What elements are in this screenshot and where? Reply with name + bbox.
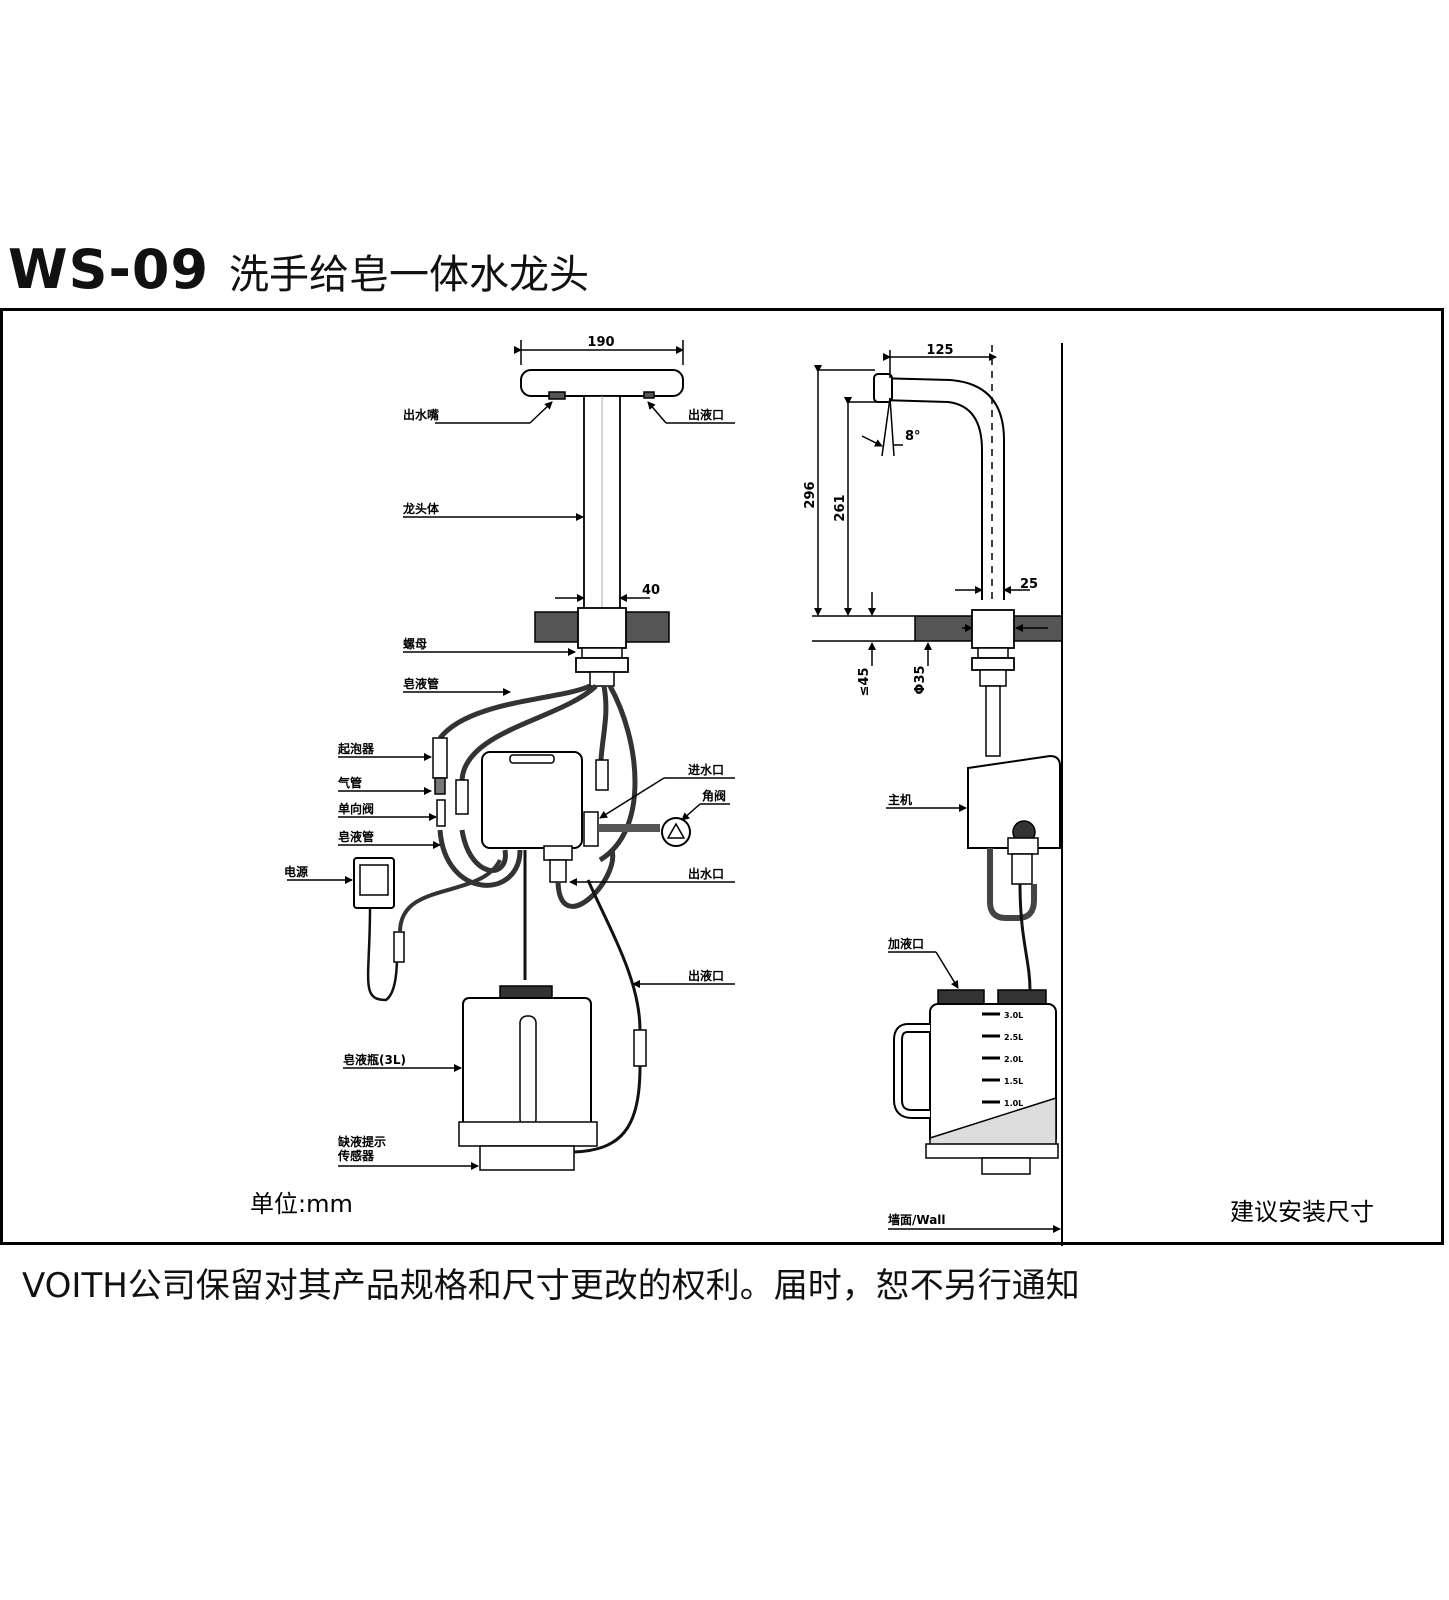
foamer	[432, 737, 448, 779]
label-foamer: 起泡器	[337, 741, 375, 756]
dim-40: 40	[642, 583, 660, 598]
spout-nozzle	[548, 391, 566, 400]
label-power: 电源	[284, 864, 308, 879]
label-air-tube: 气管	[337, 775, 362, 790]
side-view	[812, 343, 1063, 1246]
bottle-scale-1: 1.0L	[1004, 1099, 1023, 1108]
liquid-nozzle	[643, 391, 655, 399]
bottle-scale-3: 3.0L	[1004, 1011, 1023, 1020]
install-note: 建议安装尺寸	[1230, 1198, 1374, 1226]
label-angle-valve: 角阀	[702, 788, 726, 803]
bottle-scale-1-5: 1.5L	[1004, 1077, 1023, 1086]
footer-disclaimer: VOITH公司保留对其产品规格和尺寸更改的权利。届时，恕不另行通知	[22, 1266, 1080, 1306]
dim-angle: 8°	[905, 429, 921, 444]
unit-note: 单位:mm	[250, 1190, 353, 1218]
label-spout: 出水嘴	[403, 407, 439, 422]
label-check-valve: 单向阀	[338, 801, 374, 816]
control-box	[481, 751, 583, 849]
nut	[575, 657, 629, 673]
label-liquid-outlet-bottom: 出液口	[688, 968, 724, 983]
bottle-scale-2: 2.0L	[1004, 1055, 1023, 1064]
model-number: WS-09	[8, 238, 210, 301]
spout-head	[520, 369, 684, 397]
label-main-unit: 主机	[888, 792, 912, 807]
label-soap-tube-1: 皂液管	[403, 676, 439, 691]
front-view	[287, 340, 735, 1171]
dim-125: 125	[926, 343, 953, 358]
label-liquid-outlet-top: 出液口	[688, 407, 724, 422]
label-sensor-line1: 缺液提示	[338, 1134, 386, 1149]
label-water-outlet: 出水口	[688, 866, 724, 881]
label-fill-port: 加液口	[887, 936, 924, 951]
drawing-frame	[0, 308, 1444, 1245]
label-soap-bottle: 皂液瓶(3L)	[343, 1052, 406, 1067]
dim-35: Φ35	[913, 665, 928, 694]
title-row: WS-09 洗手给皂一体水龙头	[8, 238, 589, 308]
level-sensor	[479, 1145, 575, 1171]
label-soap-tube-2: 皂液管	[338, 829, 374, 844]
label-water-inlet: 进水口	[688, 762, 724, 777]
label-nut: 螺母	[403, 636, 427, 651]
label-wall: 墙面/Wall	[888, 1212, 946, 1227]
label-sensor-line2: 传感器	[337, 1148, 375, 1163]
dim-296: 296	[803, 481, 818, 508]
bottle-scale-2-5: 2.5L	[1004, 1033, 1023, 1042]
dim-190: 190	[587, 335, 614, 350]
dim-25: 25	[1020, 577, 1038, 592]
label-faucet-body: 龙头体	[403, 501, 440, 516]
dim-45: ≤45	[857, 668, 872, 697]
check-valve	[436, 799, 446, 827]
product-name: 洗手给皂一体水龙头	[229, 252, 590, 298]
dim-261: 261	[833, 494, 848, 521]
main-unit	[967, 754, 1061, 849]
